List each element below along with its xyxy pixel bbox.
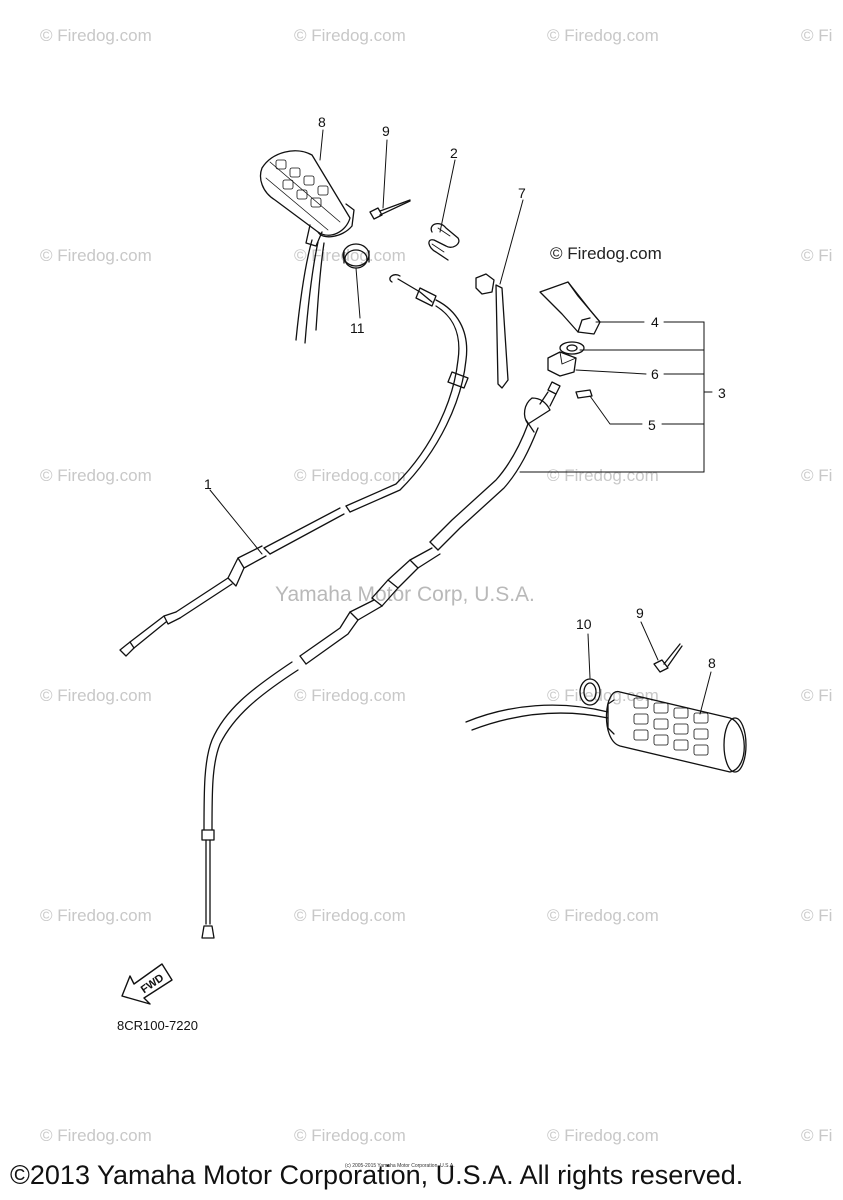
watermark: © Firedog.com: [547, 906, 659, 925]
right-grip: [605, 691, 747, 773]
callout-8-bottom: 8: [708, 655, 716, 671]
part-7: [475, 273, 509, 389]
callout-11: 11: [350, 320, 365, 336]
watermark: © Firedog.com: [547, 26, 659, 45]
copyright-footer: ©2013 Yamaha Motor Corporation, U.S.A. A…: [10, 1160, 744, 1190]
pin-5: [575, 389, 593, 399]
watermark: © Firedog.com: [547, 686, 659, 705]
watermark: © Fi: [801, 1126, 833, 1145]
callout-9-top: 9: [382, 123, 390, 139]
callout-8-top: 8: [318, 114, 326, 130]
watermark: © Fi: [801, 686, 833, 705]
watermark: © Firedog.com: [294, 1126, 406, 1145]
callout-7: 7: [518, 185, 526, 201]
fwd-arrow: [121, 963, 173, 1005]
watermark: © Firedog.com: [40, 906, 152, 925]
cable-3: [201, 381, 561, 939]
cable-1: [119, 274, 469, 657]
leader-lines: [209, 129, 713, 715]
watermark: © Firedog.com: [40, 246, 152, 265]
callout-5: 5: [648, 417, 656, 433]
callout-6: 6: [651, 366, 659, 382]
callout-4: 4: [651, 314, 659, 330]
watermark: © Firedog.com: [40, 466, 152, 485]
callout-10: 10: [576, 616, 592, 632]
collar-10: [579, 678, 601, 706]
nut-6: [547, 341, 585, 377]
watermark: © Firedog.com: [294, 26, 406, 45]
callout-1: 1: [204, 476, 212, 492]
watermark: © Firedog.com: [294, 906, 406, 925]
part-code: 8CR100-7220: [117, 1018, 198, 1033]
screw-top: [369, 199, 411, 220]
clip-2: [428, 222, 460, 261]
callout-9-bottom: 9: [636, 605, 644, 621]
left-grip: [259, 150, 355, 247]
watermark: © Fi: [801, 26, 833, 45]
firedog-label: © Firedog.com: [550, 244, 662, 263]
watermark: © Fi: [801, 466, 833, 485]
collar-11: [342, 243, 370, 269]
center-watermark: Yamaha Motor Corp, U.S.A.: [275, 583, 535, 606]
watermark: © Fi: [801, 906, 833, 925]
watermark: © Firedog.com: [547, 1126, 659, 1145]
watermark: © Firedog.com: [40, 26, 152, 45]
watermark: © Firedog.com: [40, 686, 152, 705]
throttle-lever-4: [539, 281, 601, 335]
callout-3: 3: [718, 385, 726, 401]
watermark: © Firedog.com: [547, 466, 659, 485]
watermark: © Firedog.com: [294, 686, 406, 705]
callout-2: 2: [450, 145, 458, 161]
watermark: © Firedog.com: [294, 466, 406, 485]
watermark: © Fi: [801, 246, 833, 265]
watermark: © Firedog.com: [40, 1126, 152, 1145]
screw-bottom: [653, 643, 683, 673]
fine-print: (c) 2005-2015 Yamaha Motor Corporation, …: [345, 1163, 455, 1169]
